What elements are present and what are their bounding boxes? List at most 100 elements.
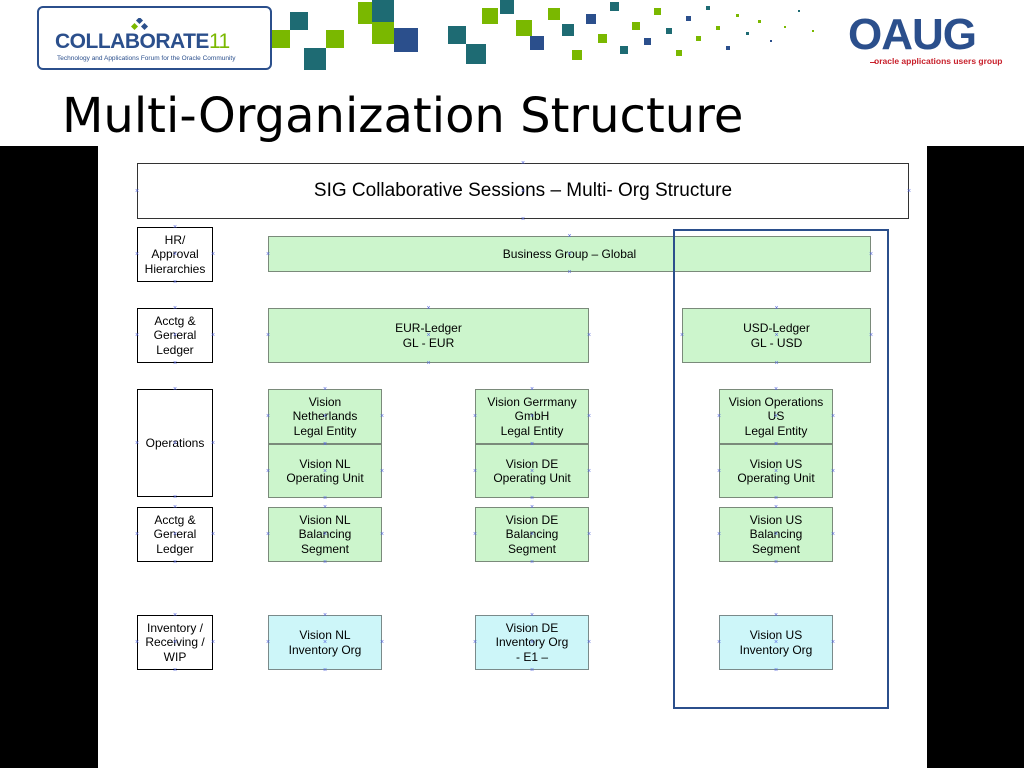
connector-handle-icon: × xyxy=(322,639,328,646)
connector-handle-icon: × xyxy=(172,493,178,501)
nl-operating-unit-box: Vision NL Operating Unit xyxy=(268,444,382,498)
connector-handle-icon: × xyxy=(529,440,535,448)
connector-handle-icon: × xyxy=(520,215,526,223)
connector-handle-icon: × xyxy=(379,639,385,646)
connector-handle-icon: × xyxy=(322,440,328,448)
row-label-inventory: Inventory / Receiving / WIP xyxy=(137,615,213,670)
connector-handle-icon: × xyxy=(172,304,178,312)
connector-handle-icon: × xyxy=(529,494,535,502)
connector-handle-icon: × xyxy=(773,503,779,511)
connector-handle-icon: × xyxy=(773,494,779,502)
connector-handle-icon: × xyxy=(716,413,722,420)
connector-handle-icon: × xyxy=(210,251,216,258)
connector-handle-icon: × xyxy=(529,666,535,674)
usd-ledger-box: USD-Ledger GL - USD xyxy=(682,308,871,363)
connector-handle-icon: × xyxy=(265,332,271,339)
connector-handle-icon: × xyxy=(426,359,431,367)
connector-handle-icon: × xyxy=(567,268,572,276)
connector-handle-icon: × xyxy=(868,250,874,258)
eur-ledger-box: EUR-Ledger GL - EUR xyxy=(268,308,589,363)
connector-handle-icon: × xyxy=(472,467,478,475)
connector-handle-icon: × xyxy=(529,413,535,420)
connector-handle-icon: × xyxy=(210,439,216,447)
connector-handle-icon: × xyxy=(472,639,478,646)
connector-handle-icon: × xyxy=(210,332,216,339)
connector-handle-icon: × xyxy=(906,187,912,195)
connector-handle-icon: × xyxy=(774,332,779,339)
connector-handle-icon: × xyxy=(586,467,592,475)
collaborate-logo: COLLABORATE11 Technology and Application… xyxy=(37,6,272,70)
connector-handle-icon: × xyxy=(172,251,178,258)
row-label-operations: Operations xyxy=(137,389,213,497)
connector-handle-icon: × xyxy=(322,666,328,674)
connector-handle-icon: × xyxy=(322,611,328,619)
connector-handle-icon: × xyxy=(868,332,874,339)
connector-handle-icon: × xyxy=(773,666,779,674)
connector-handle-icon: × xyxy=(529,531,535,538)
pixel-banner-graphic xyxy=(272,0,814,70)
connector-handle-icon: × xyxy=(134,439,140,447)
connector-handle-icon: × xyxy=(134,251,140,258)
connector-handle-icon: × xyxy=(716,531,722,538)
us-inventory-org-box: Vision US Inventory Org xyxy=(719,615,833,670)
connector-handle-icon: × xyxy=(472,413,478,420)
connector-handle-icon: × xyxy=(716,467,722,475)
oaug-logo: OAUG oracle applications users group xyxy=(848,10,1004,70)
connector-handle-icon: × xyxy=(322,440,328,448)
connector-handle-icon: × xyxy=(830,413,836,420)
connector-handle-icon: × xyxy=(773,639,779,646)
connector-handle-icon: × xyxy=(773,467,779,475)
connector-handle-icon: × xyxy=(529,639,535,646)
oaug-wordmark: OAUG xyxy=(848,10,977,59)
connector-handle-icon: × xyxy=(716,639,722,646)
connector-handle-icon: × xyxy=(172,611,178,619)
us-operating-unit-box: Vision US Operating Unit xyxy=(719,444,833,498)
connector-handle-icon: × xyxy=(172,639,178,646)
de-balancing-segment-box: Vision DE Balancing Segment xyxy=(475,507,589,562)
connector-handle-icon: × xyxy=(134,639,140,646)
connector-handle-icon: × xyxy=(529,467,535,475)
connector-handle-icon: × xyxy=(172,666,178,674)
row-label-accounting: Acctg & General Ledger xyxy=(137,308,213,363)
us-balancing-segment-box: Vision US Balancing Segment xyxy=(719,507,833,562)
connector-handle-icon: × xyxy=(265,531,271,538)
connector-handle-icon: × xyxy=(830,531,836,538)
connector-handle-icon: × xyxy=(426,304,431,312)
connector-handle-icon: × xyxy=(586,531,592,538)
connector-handle-icon: × xyxy=(322,467,328,475)
connector-handle-icon: × xyxy=(322,494,328,502)
connector-handle-icon: × xyxy=(322,558,328,566)
connector-handle-icon: × xyxy=(773,385,779,393)
connector-handle-icon: × xyxy=(586,332,592,339)
connector-handle-icon: × xyxy=(172,359,178,367)
oaug-accent-line xyxy=(870,62,876,63)
connector-handle-icon: × xyxy=(567,250,572,258)
connector-handle-icon: × xyxy=(830,467,836,475)
connector-handle-icon: × xyxy=(172,385,178,393)
connector-handle-icon: × xyxy=(265,467,271,475)
diagram-title: SIG Collaborative Sessions – Multi- Org … xyxy=(137,163,909,219)
connector-handle-icon: × xyxy=(172,278,178,286)
connector-handle-icon: × xyxy=(172,531,178,538)
us-legal-entity-box: Vision Operations US Legal Entity xyxy=(719,389,833,444)
connector-handle-icon: × xyxy=(379,531,385,538)
connector-handle-icon: × xyxy=(773,531,779,538)
connector-handle-icon: × xyxy=(529,611,535,619)
connector-handle-icon: × xyxy=(172,332,178,339)
connector-handle-icon: × xyxy=(265,250,271,258)
oaug-tagline: oracle applications users group xyxy=(874,56,1003,66)
right-black-margin xyxy=(927,146,1024,768)
us-highlight-frame xyxy=(673,229,889,709)
connector-handle-icon: × xyxy=(172,223,178,231)
connector-handle-icon: × xyxy=(773,611,779,619)
de-operating-unit-box: Vision DE Operating Unit xyxy=(475,444,589,498)
connector-handle-icon: × xyxy=(773,440,779,448)
connector-handle-icon: × xyxy=(774,359,779,367)
left-black-margin xyxy=(0,146,98,768)
collaborate-tagline: Technology and Applications Forum for th… xyxy=(57,55,236,62)
diamond-logo-icon xyxy=(131,18,149,31)
connector-handle-icon: × xyxy=(322,503,328,511)
connector-handle-icon: × xyxy=(529,503,535,511)
connector-handle-icon: × xyxy=(322,413,328,420)
connector-handle-icon: × xyxy=(172,558,178,566)
